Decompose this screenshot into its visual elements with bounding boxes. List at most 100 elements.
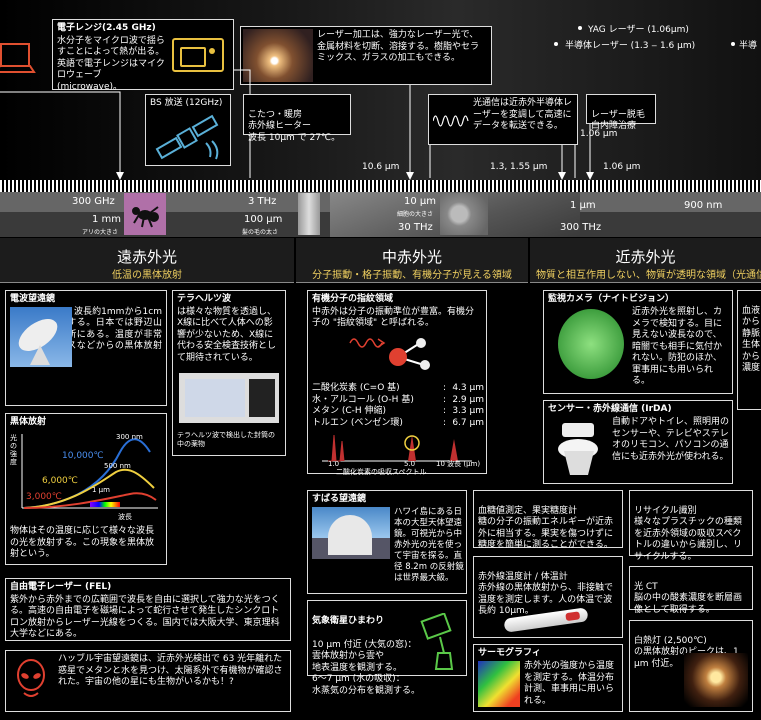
far-subtitle: 低温の黒体放射 [112,270,182,281]
w1mm-sub: アリの大きさ [82,229,119,236]
bs-label: BS 放送 (12GHz) [150,98,223,108]
co2-spectrum [322,434,472,462]
blood-body: 血糖値測定、果実糖度計 糖の分子の振動エネルギーが近赤外に相当する。果実を傷つけ… [478,505,614,551]
bulb-box: 白熱灯 (2,500℃) の黒体放射のピークは、1 μm 付近。 [629,620,753,712]
thz-box: テラヘルツ波 は様々な物質を透過し、X線に比べて人体への影響が少ないため、X線に… [172,290,286,456]
subaru-body: ハワイ島にある日本の大型天体望遠鏡。可視光から中赤外光の光を使って宇宙を探る。直… [394,507,464,583]
thermo-body: 赤外線温度計 / 体温計 赤外線の黒体放射から、非接触で温度を測定します。人の体… [478,571,614,617]
bb-body: 物体はその温度に応じて様々な波長の光を放射する。この現象を黒体放射という。 [10,526,155,559]
spec-cap: 二酸化炭素の吸収スペクトル [336,468,427,476]
thz-envelope-photo [179,373,279,423]
bb-t3: 3,000℃ [26,492,62,502]
bb-300: 300 nm [116,433,143,441]
fel-box: 自由電子レーザー (FEL) 紫外から赤外までの広範囲で波長を自由に選択して強力… [5,578,291,641]
recycle-body: リサイクル識別 様々なプラスチックの種類を近赤外領域の吸収スペクトルの違いから識… [634,505,743,562]
hubble-body: ハッブル宇宙望遠鏡は、近赤外光検出で 63 光年離れた惑星でメタンと水を見つけ、… [58,654,283,687]
thz-title: テラヘルツ波 [177,294,232,304]
ct-box: 光 CT 脳の中の酸素濃度を断層画像として取得する。 [629,566,753,615]
w106b-label: 1.06 μm [603,162,641,172]
mol-row: トルエン (ベンゼン環):6.7 μm [312,417,484,428]
thermog-title: サーモグラフィ [478,648,541,658]
alien-icon [14,659,48,699]
f30t-label: 30 THz [398,222,433,233]
laser-cutting-photo [243,29,313,82]
ant-photo [124,193,166,235]
w106a-label: 1.06 μm [580,129,618,139]
himawari-box: 気象衛星ひまわり 10 μm 付近 (大気の窓)： 雲体放射から雲や 地表温度を… [307,600,467,696]
mid-header-bg [296,238,528,283]
microwave-box: 電子レンジ(2.45 GHz) 水分子をマイクロ波で揺らすことによって熱が出る。… [52,19,234,92]
w13-label: 1.3, 1.55 μm [490,162,548,172]
sat-body: 10 μm 付近 (大気の窓)： 雲体放射から雲や 地表温度を観測する。 6～7… [312,639,421,696]
w100um-label: 100 μm [244,214,283,225]
near-subtitle: 物質と相互作用しない、物質が透明な領域（光通信 [536,270,761,281]
near-title: 近赤外光 [615,248,676,266]
spec-x1: 1.0 [328,460,340,468]
hubble-box: ハッブル宇宙望遠鏡は、近赤外光検出で 63 光年離れた惑星でメタンと水を見つけ、… [5,650,291,712]
subaru-box: すばる望遠鏡 ハワイ島にある日本の大型天体望遠鏡。可視光から中赤外光の光を使って… [307,490,467,594]
bb-t1: 10,000℃ [62,451,104,461]
f300t-label: 300 THz [560,222,602,233]
sensor-title: センサー・赤外線通信 (IrDA) [548,404,672,414]
subaru-photo [312,507,390,559]
sat-title: 気象衛星ひまわり [312,615,385,626]
f300g-label: 300 GHz [72,196,115,207]
radio-telescope-box: 電波望遠鏡 波長約1mmから1cmの電波を検出する。日本では野辺山宇宙電波観測所… [5,290,167,406]
far-title: 遠赤外光 [116,248,177,266]
fp-body: 中赤外は分子の振動準位が豊富。有機分子の "指紋領域" と呼ばれる。 [312,306,475,329]
cat-photo [558,309,624,379]
bulb-body: 白熱灯 (2,500℃) の黒体放射のピークは、1 μm 付近。 [634,635,739,669]
semi-cut-label: 半導 [739,41,758,51]
bs-box: BS 放送 (12GHz) [145,94,231,166]
blood-sugar-box: 血糖値測定、果実糖度計 糖の分子の振動エネルギーが近赤外に相当する。果実を傷つけ… [473,490,623,550]
thz-body: は様々な物質を透過し、X線に比べて人体への影響が少ないため、X線に代わる安全検査… [177,306,277,363]
toilet-photo [554,421,604,477]
microwave-title: 電子レンジ(2.45 GHz) [57,23,156,33]
bb-wave: 波長 [118,513,132,521]
sensor-body: 自動ドアやトイレ、照明用のセンサーや、テレビやステレオのリモコン、パソコンの通信… [612,417,730,462]
mol-rows: 二酸化炭素 (C=O 基):4.3 μm 水・アルコール (O-H 基):2.9… [312,383,484,429]
radio-dish-photo [10,307,72,367]
hair-box: レーザー脱毛 白内障治療 [586,94,656,131]
fel-body: 紫外から赤外までの広範囲で波長を自由に選択して強力な光をつくる。高速の自由電子を… [10,594,280,640]
semi-label: 半導体レーザー (1.3 ‒ 1.6 μm) [565,41,696,51]
mol-row: 二酸化炭素 (C=O 基):4.3 μm [312,383,484,393]
w1um-label: 1 μm [570,200,596,211]
cam-title: 監視カメラ（ナイトビジョン） [548,294,675,304]
cell-photo [440,193,488,235]
f3t-label: 3 THz [248,196,277,207]
mid-title: 中赤外光 [381,248,442,266]
cam-body: 近赤外光を照射し、カメラで検知する。目に見えない波長なので、暗闇でも相手に気付か… [632,307,723,386]
leader-lines [0,69,594,180]
bb-title: 黒体放射 [10,417,47,427]
wave-signal-icon [433,115,469,127]
microwave-oven-icon [172,38,224,72]
kotatsu-box: こたつ・暖房 赤外線ヒーター 波長 10μm で 27℃。 [243,94,351,143]
semi-cut-dot [731,42,735,46]
bb-ylabel: 光の強度 [10,434,17,466]
ct-body: 光 CT 脳の中の酸素濃度を断層画像として取得する。 [634,581,743,615]
nightvision-box: 監視カメラ（ナイトビジョン） 近赤外光を照射し、カメラで検知する。目に見えない波… [543,290,733,394]
radio-title: 電波望遠鏡 [10,294,56,304]
thermography-box: サーモグラフィ 赤外光の強度から温度を測定する。体温分布計測、車事用に用いられる… [473,644,623,712]
fel-title: 自由電子レーザー (FEL) [10,582,112,592]
w1mm-label: 1 mm [92,214,122,225]
satellite-icon [155,114,219,160]
fp-title: 有機分子の指紋領域 [312,294,394,304]
thz-caption: テラヘルツ波で検出した封筒の中の薬物 [177,431,275,448]
molecule-icon [349,338,430,370]
hair-body: レーザー脱毛 白内障治療 [591,109,645,132]
w900-label: 900 nm [684,200,723,211]
bulb-photo [684,653,748,707]
blackbody-box: 黒体放射 光の強度 10,000℃ 6,000℃ 3,000℃ 300 nm 5… [5,413,167,565]
near-header-bg [530,238,761,283]
fingerprint-box: 有機分子の指紋領域 中赤外は分子の振動準位が豊富。有機分子の "指紋領域" と呼… [307,290,487,476]
spectrum-ruler [0,180,761,192]
w10um-label: 10 μm [404,196,437,207]
subaru-title: すばる望遠鏡 [312,494,367,504]
blackbody-curves [21,434,158,509]
w106-label: 10.6 μm [362,162,400,172]
thermography-photo [478,661,520,707]
blood-near-box: 血液 から 静脈 生体 から 濃度 [737,290,761,410]
mol-row: メタン (C-H 伸縮):3.3 μm [312,406,484,416]
